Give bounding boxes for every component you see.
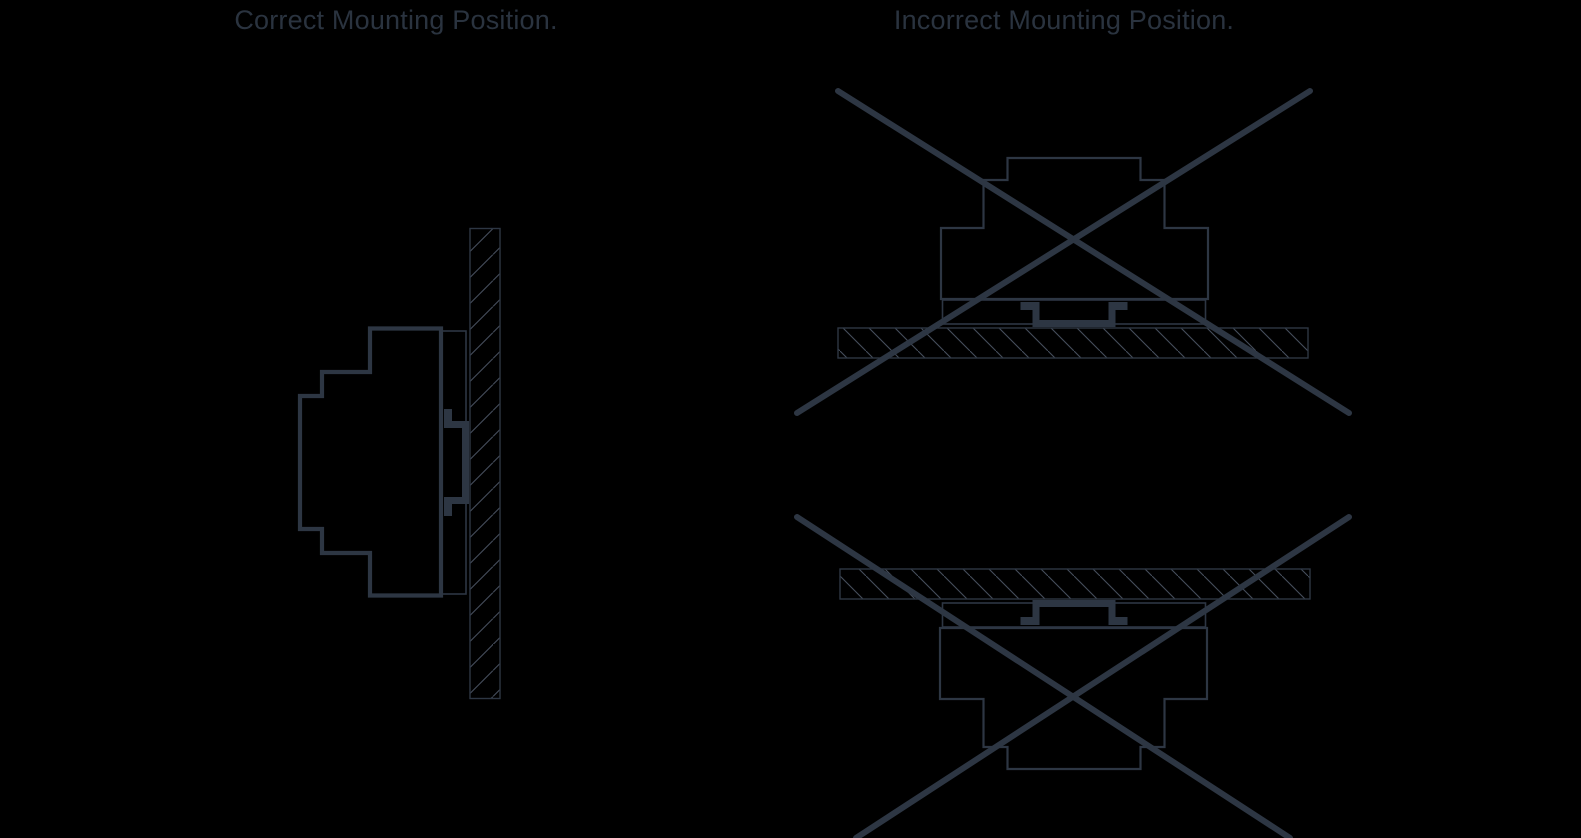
figure-correct-wall-mount bbox=[300, 229, 500, 699]
prohibition-cross-icon bbox=[794, 514, 1352, 838]
incorrect-section-title: Incorrect Mounting Position. bbox=[893, 5, 1235, 35]
figure-incorrect-facing-down bbox=[794, 514, 1352, 838]
prohibition-cross-icon bbox=[794, 88, 1352, 416]
figure-incorrect-facing-up bbox=[794, 88, 1352, 416]
correct-section-title: Correct Mounting Position. bbox=[234, 5, 558, 35]
